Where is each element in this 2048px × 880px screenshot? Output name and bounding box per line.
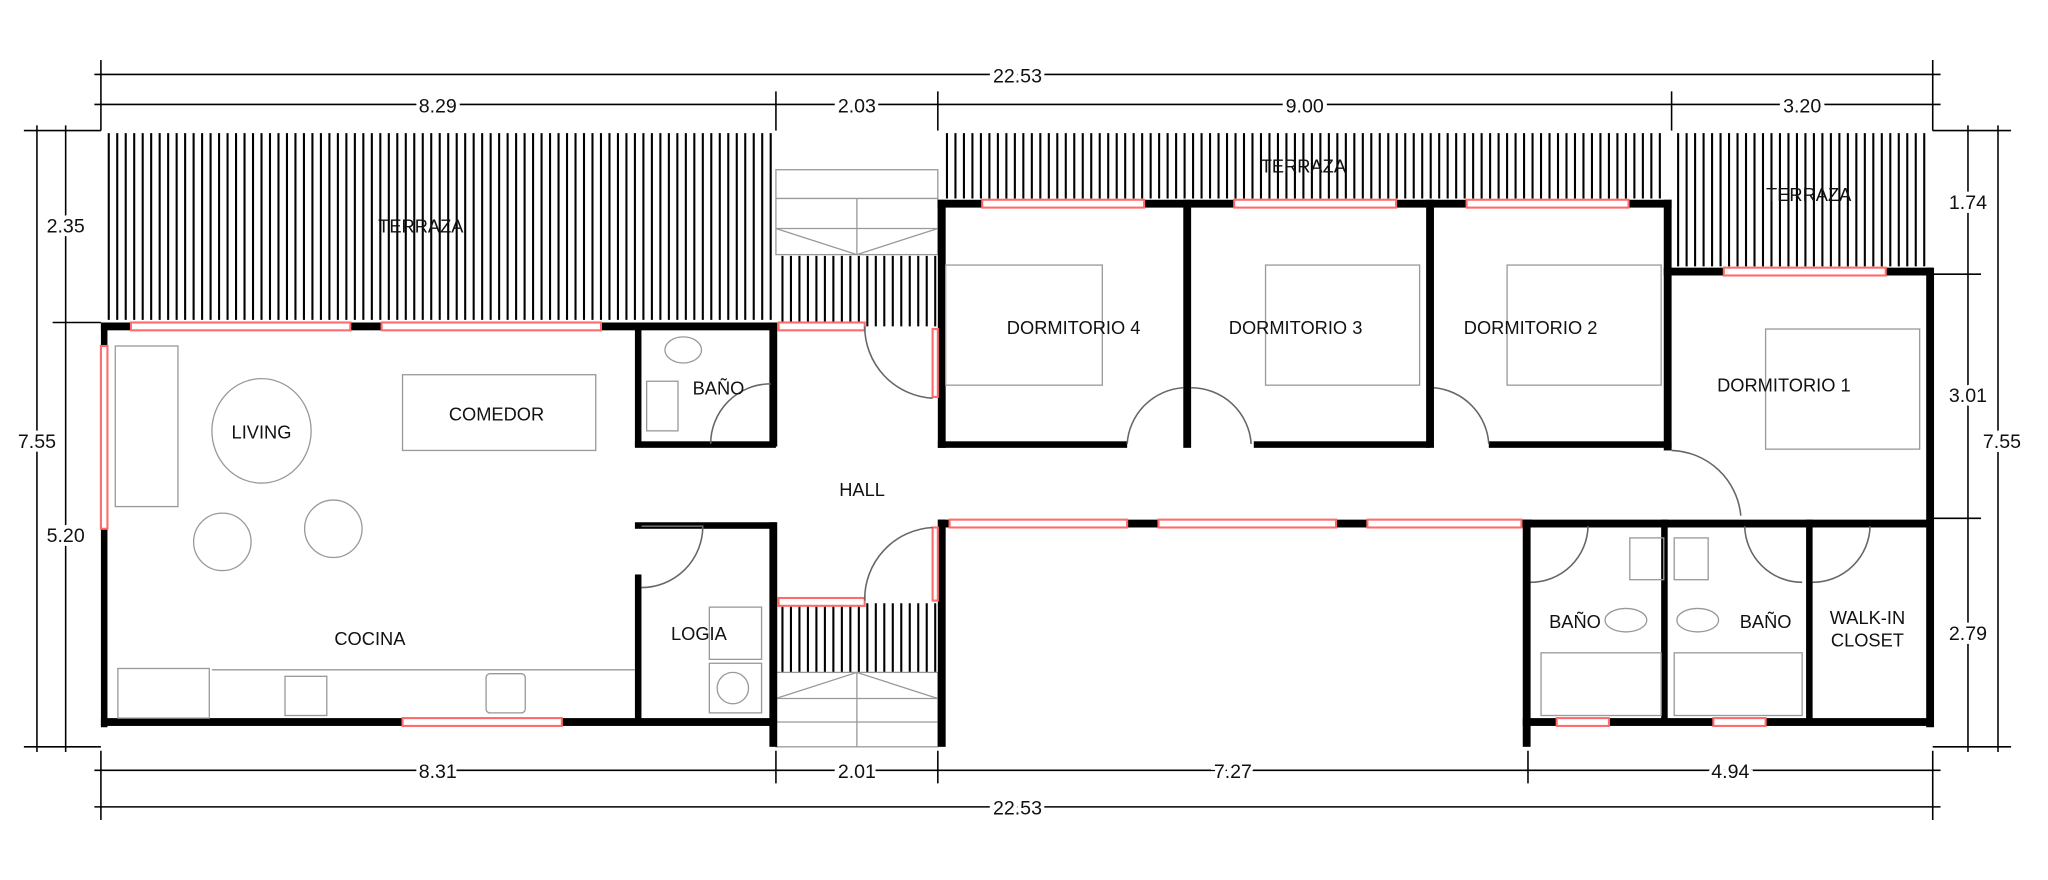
label-living: LIVING (232, 422, 292, 443)
label-dormitorio-4: DORMITORIO 4 (1007, 317, 1141, 338)
doors (641, 326, 1871, 601)
stair-bottom (775, 671, 939, 748)
dim-left-total: 7.55 (18, 431, 56, 453)
label-bano-2: BAÑO (1549, 611, 1601, 632)
room-labels: TERRAZA TERRAZA TERRAZA LIVING COMEDOR C… (232, 155, 1906, 650)
label-walkin: WALK-IN (1830, 607, 1905, 628)
dim-bottom-1: 8.31 (419, 761, 457, 783)
windows (99, 198, 1887, 727)
dim-right-3: 2.79 (1949, 623, 1987, 645)
furniture (114, 264, 1921, 719)
dim-bottom-3: 7.27 (1214, 761, 1252, 783)
terrace-decking (107, 133, 1926, 673)
label-bano-1: BAÑO (693, 377, 745, 398)
label-closet: CLOSET (1831, 629, 1904, 650)
label-terraza-1: TERRAZA (378, 215, 464, 236)
dim-right-2: 3.01 (1949, 385, 1987, 407)
label-dormitorio-1: DORMITORIO 1 (1717, 375, 1851, 396)
dim-right-1: 1.74 (1949, 192, 1987, 214)
dim-top-1: 8.29 (419, 95, 457, 117)
dim-top-total: 22.53 (993, 65, 1042, 87)
label-dormitorio-3: DORMITORIO 3 (1229, 317, 1363, 338)
label-bano-3: BAÑO (1740, 611, 1792, 632)
stair-top (775, 169, 939, 256)
walls (100, 199, 1935, 747)
dim-right-total: 7.55 (1983, 431, 2021, 453)
dim-top-4: 3.20 (1783, 95, 1821, 117)
dim-top-3: 9.00 (1286, 95, 1324, 117)
label-dormitorio-2: DORMITORIO 2 (1464, 317, 1598, 338)
label-terraza-2: TERRAZA (1261, 155, 1347, 176)
dimension-lines (23, 60, 2012, 820)
label-terraza-3: TERRAZA (1766, 184, 1852, 205)
label-cocina: COCINA (334, 628, 406, 649)
label-hall: HALL (839, 479, 885, 500)
dim-left-2: 5.20 (47, 525, 85, 547)
label-logia: LOGIA (671, 623, 728, 644)
dim-top-2: 2.03 (838, 95, 876, 117)
dim-left-1: 2.35 (47, 215, 85, 237)
dim-bottom-2: 2.01 (838, 761, 876, 783)
dim-bottom-total: 22.53 (993, 798, 1042, 820)
label-comedor: COMEDOR (449, 403, 544, 424)
dim-bottom-4: 4.94 (1711, 761, 1749, 783)
dimension-values: 22.53 8.29 2.03 9.00 3.20 8.31 2.01 7.27… (14, 61, 2025, 823)
